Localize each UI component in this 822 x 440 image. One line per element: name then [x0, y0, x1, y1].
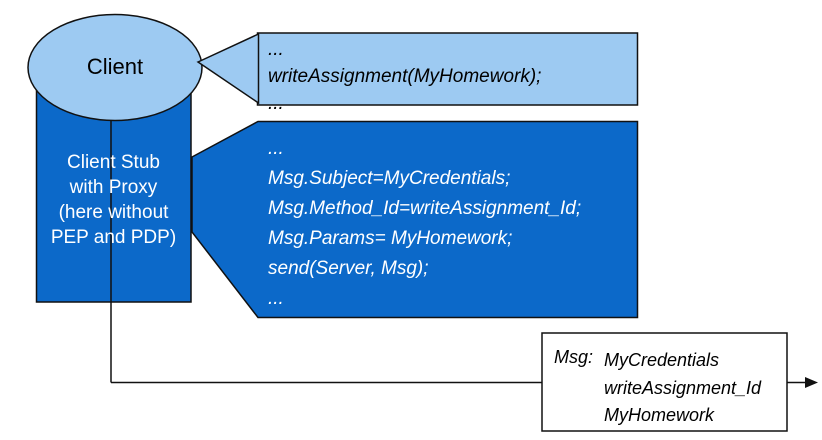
client-code: ... writeAssignment(MyHomework); ...: [268, 36, 628, 117]
client-code-callout-box: [256, 32, 639, 106]
client-code-line: writeAssignment(MyHomework);: [268, 66, 542, 87]
client-stub-line: (here without: [58, 202, 169, 223]
client-stub-label: Client Stub with Proxy (here without PEP…: [36, 150, 191, 250]
stub-code-line: ...: [268, 138, 284, 159]
message-value: MyCredentials: [604, 350, 720, 370]
client-ellipse: [27, 13, 203, 122]
message-value: writeAssignment_Id: [604, 377, 762, 398]
stub-code-callout-box: [191, 120, 639, 319]
message-box: [541, 332, 788, 432]
client-stub-line: Client Stub: [67, 152, 160, 173]
stub-code: ... Msg.Subject=MyCredentials; Msg.Metho…: [268, 134, 630, 314]
client-label: Client: [86, 54, 144, 79]
message-box-values: MyCredentials writeAssignment_Id MyHomew…: [604, 347, 784, 430]
stub-code-line: ...: [268, 288, 284, 309]
message-value: MyHomework: [604, 405, 715, 425]
client-code-line: ...: [268, 93, 284, 114]
client-code-callout-pointer: [196, 32, 260, 105]
stub-code-line: Msg.Params= MyHomework;: [268, 228, 513, 249]
arrow-head-icon: [805, 377, 818, 388]
stub-code-line: Msg.Subject=MyCredentials;: [268, 168, 511, 189]
client-code-line: ...: [268, 39, 284, 60]
stub-code-line: send(Server, Msg);: [268, 258, 429, 279]
message-box-label: Msg:: [554, 347, 594, 367]
client-stub-line: PEP and PDP): [50, 227, 177, 248]
client-stub-line: with Proxy: [69, 177, 158, 198]
stub-code-line: Msg.Method_Id=writeAssignment_Id;: [268, 198, 582, 219]
